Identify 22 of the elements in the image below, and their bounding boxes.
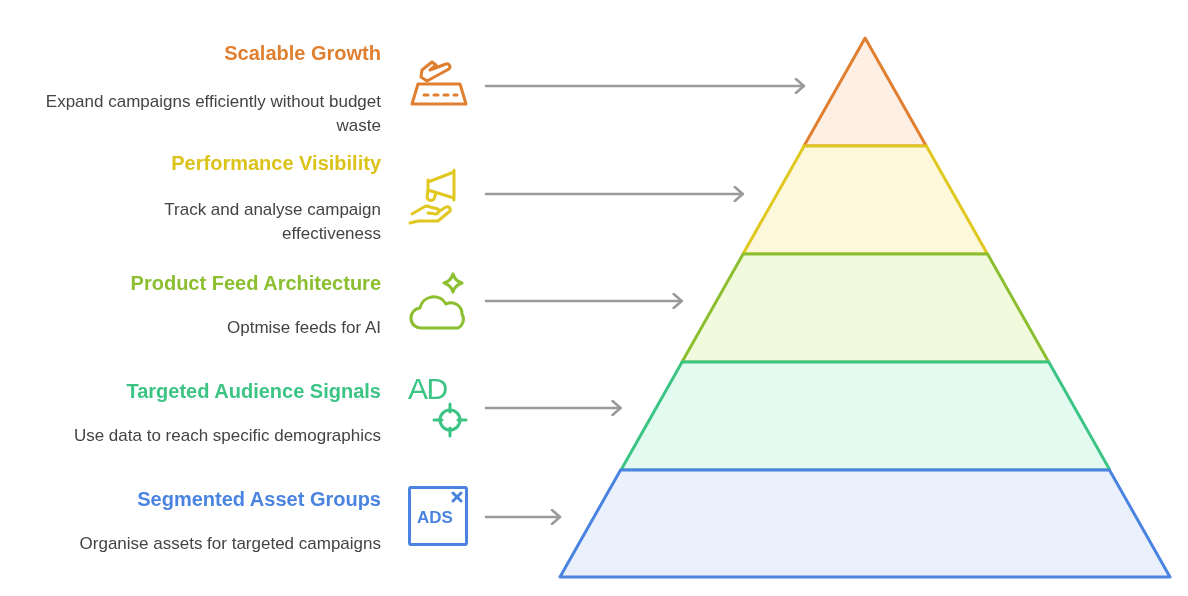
heading: Scalable Growth bbox=[224, 41, 381, 66]
arrow bbox=[484, 292, 683, 310]
arrow bbox=[484, 185, 745, 203]
description: Organise assets for targeted campaigns bbox=[79, 533, 381, 555]
pyramid-layer bbox=[679, 252, 1051, 364]
arrow bbox=[484, 77, 806, 95]
pyramid-layer bbox=[618, 360, 1112, 472]
icon-text: AD bbox=[408, 374, 447, 404]
description: Expand campaigns efficiently without budget waste bbox=[44, 91, 381, 137]
description: Use data to reach specific demographics bbox=[73, 425, 381, 447]
description: Track and analyse campaign effectiveness bbox=[163, 199, 381, 245]
heading: Product Feed Architecture bbox=[130, 271, 381, 296]
arrow bbox=[484, 399, 622, 417]
pyramid-layer bbox=[558, 468, 1172, 579]
icon-text: ADS bbox=[417, 509, 453, 526]
pyramid-layer bbox=[740, 144, 990, 256]
description: Optmise feeds for AI bbox=[227, 317, 381, 339]
heading: Segmented Asset Groups bbox=[137, 487, 381, 512]
pyramid-layer bbox=[801, 36, 929, 148]
arrow bbox=[484, 508, 562, 526]
heading: Targeted Audience Signals bbox=[126, 379, 381, 404]
heading: Performance Visibility bbox=[171, 151, 381, 176]
